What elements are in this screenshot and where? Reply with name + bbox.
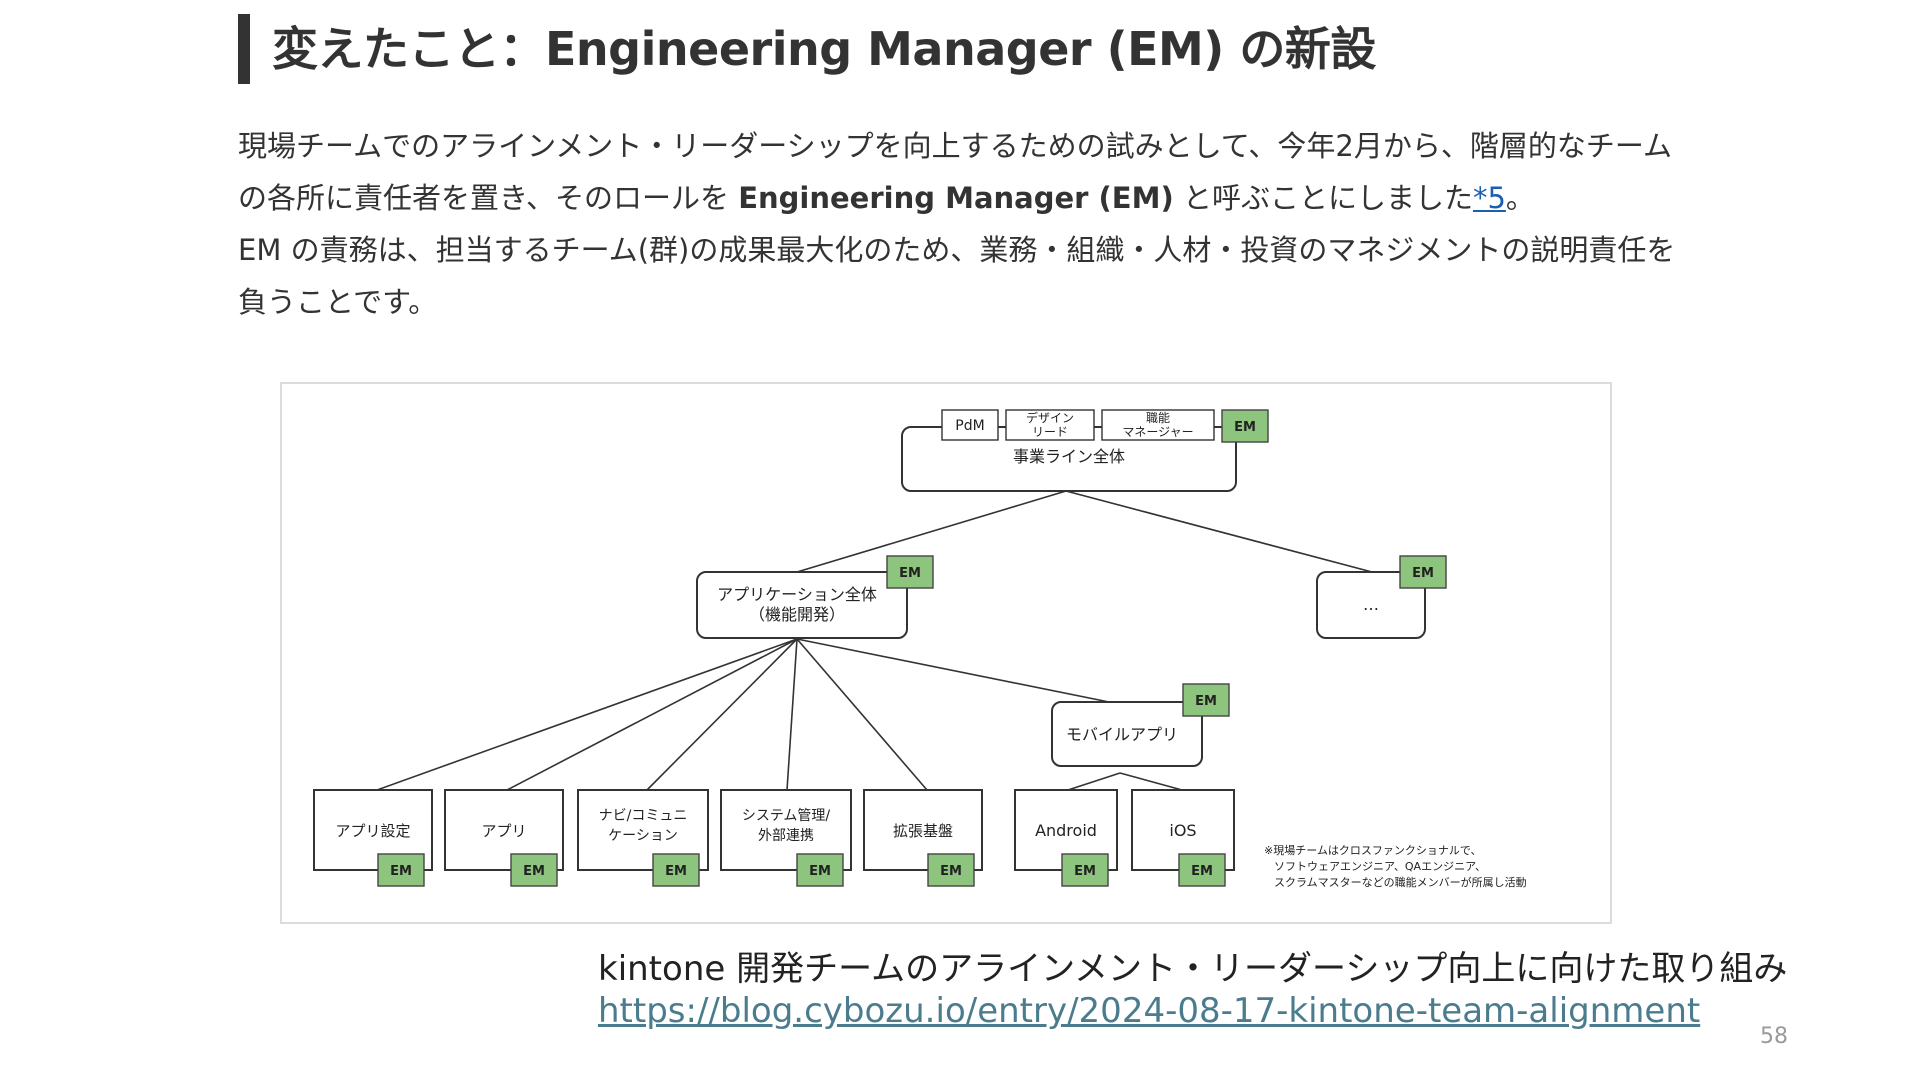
top-role-boxes: PdM デザイン リード 職能 マネージャー [941, 409, 1215, 441]
leaf-android: Android [1035, 821, 1097, 840]
leaf-navi-1: ナビ/コミュニ [599, 808, 688, 824]
leaf-sysadmin-1: システム管理/ [742, 808, 831, 824]
org-diagram: 事業ライン全体 PdM デザイン リード 職能 マネージャー アプリケーション全… [280, 382, 1612, 924]
org-diagram-svg: 事業ライン全体 PdM デザイン リード 職能 マネージャー アプリケーション全… [313, 409, 1527, 889]
diagram-note: ※現場チームはクロスファンクショナルで、 ソフトウェアエンジニア、QAエンジニア… [1264, 844, 1527, 889]
mobile-node: モバイルアプリ [1051, 701, 1203, 767]
para-text-3: 。 [1505, 181, 1535, 215]
em-badge-extension: EM [940, 864, 962, 879]
other-node: … [1316, 571, 1426, 639]
para-text-4: EM の責務は、担当するチーム(群)の成果最大化のため、業務・組織・人材・投資の… [238, 233, 1676, 319]
em-badge-other: EM [1412, 566, 1434, 581]
para-text-1: 現場チームでのアラインメント・リーダーシップを向上するための試みとして、今年2月… [238, 129, 1672, 215]
page-number: 58 [1760, 1024, 1788, 1049]
role-design-lead-2: リード [1032, 425, 1068, 439]
app-all-node: アプリケーション全体 （機能開発） [696, 571, 908, 639]
note-line-1: ※現場チームはクロスファンクショナルで、 [1264, 844, 1481, 857]
role-function-mgr-2: マネージャー [1122, 425, 1193, 439]
em-badge-app-all: EM [899, 566, 921, 581]
app-all-label-2: （機能開発） [749, 605, 845, 624]
source-link[interactable]: https://blog.cybozu.io/entry/2024-08-17-… [598, 991, 1701, 1031]
em-badge-app: EM [523, 864, 545, 879]
app-all-label-1: アプリケーション全体 [717, 585, 877, 604]
em-badges: EM EM EM EM EM EM EM EM EM EM EM [377, 409, 1447, 887]
em-badge-app-settings: EM [390, 864, 412, 879]
heading-accent-bar [238, 14, 250, 84]
root-label: 事業ライン全体 [1013, 447, 1125, 466]
body-paragraph: 現場チームでのアラインメント・リーダーシップを向上するための試みとして、今年2月… [238, 120, 1678, 328]
connector-lines [376, 490, 1373, 791]
note-line-2: ソフトウェアエンジニア、QAエンジニア、 [1274, 860, 1486, 873]
root-node: 事業ライン全体 [901, 426, 1237, 492]
slide-title: 変えたこと：Engineering Manager (EM) の新設 [272, 22, 1376, 76]
leaf-sysadmin-2: 外部連携 [758, 828, 814, 844]
role-function-mgr-1: 職能 [1146, 411, 1170, 425]
em-badge-navi: EM [665, 864, 687, 879]
role-pdm: PdM [955, 418, 984, 434]
role-design-lead-1: デザイン [1026, 410, 1074, 425]
para-text-2: と呼ぶことにしました [1173, 181, 1473, 215]
em-badge-ios: EM [1191, 864, 1213, 879]
para-bold-em: Engineering Manager (EM) [738, 181, 1174, 215]
leaf-ios: iOS [1169, 821, 1196, 840]
em-badge-sysadmin: EM [809, 864, 831, 879]
mobile-label: モバイルアプリ [1066, 725, 1178, 744]
source-caption: kintone 開発チームのアラインメント・リーダーシップ向上に向けた取り組み … [598, 948, 1787, 1032]
other-label: … [1363, 595, 1379, 614]
em-badge-root: EM [1234, 420, 1256, 435]
leaf-app-settings: アプリ設定 [335, 822, 410, 840]
note-line-3: スクラムマスターなどの職能メンバーが所属し活動 [1274, 875, 1527, 889]
leaf-navi-2: ケーション [608, 828, 678, 844]
caption-title: kintone 開発チームのアラインメント・リーダーシップ向上に向けた取り組み [598, 949, 1788, 989]
footnote-link[interactable]: *5 [1472, 181, 1506, 215]
leaf-extension: 拡張基盤 [893, 822, 953, 840]
em-badge-android: EM [1074, 864, 1096, 879]
em-badge-mobile: EM [1195, 694, 1217, 709]
leaf-app: アプリ [481, 822, 526, 840]
